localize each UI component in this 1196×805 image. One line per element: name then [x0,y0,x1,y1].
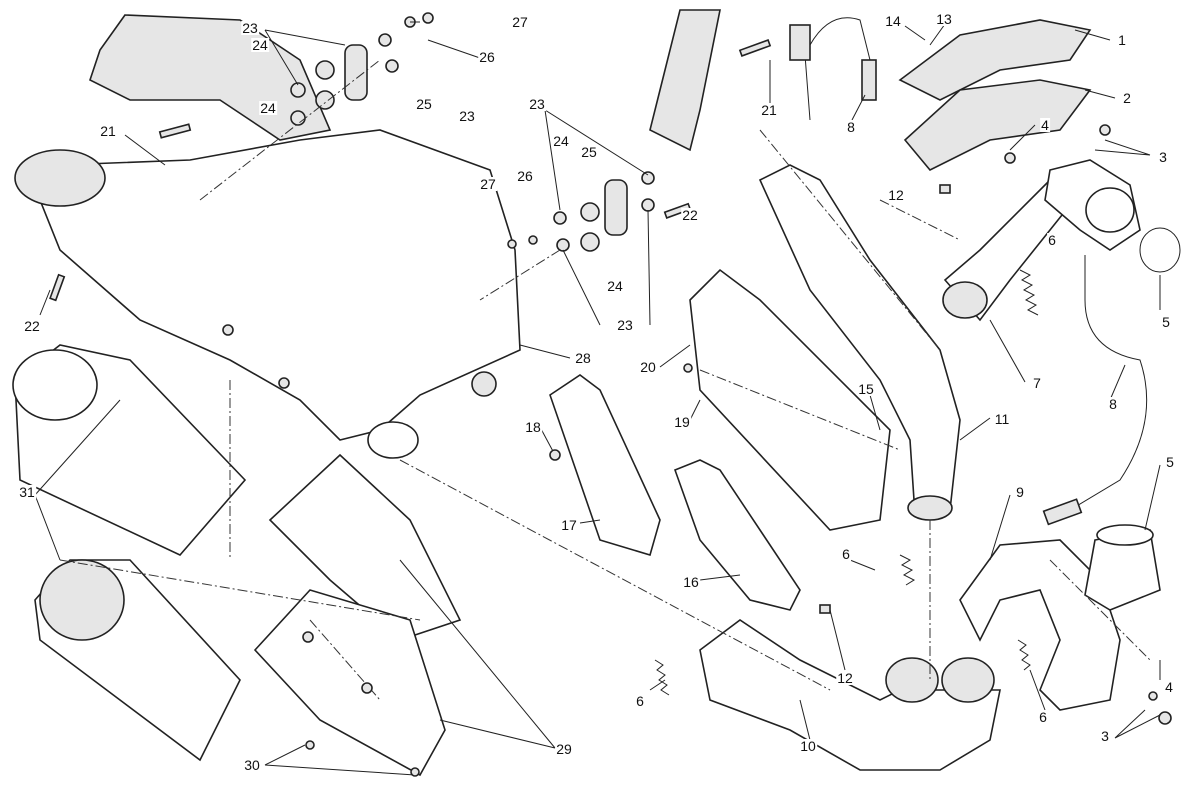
callout-number: 6 [635,693,645,709]
callout-number: 25 [415,96,433,112]
callout-number: 5 [1161,314,1171,330]
callout-number: 9 [1015,484,1025,500]
callout-number: 31 [18,484,36,500]
lambda-sensor-lower [1069,255,1148,511]
assembly-axes [59,59,1151,701]
callout-number: 15 [857,381,875,397]
heat-shield-1 [898,19,1092,101]
callout-number: 23 [616,317,634,333]
callout-number: 21 [99,123,117,139]
callout-number: 22 [681,207,699,223]
callout-number: 4 [1040,117,1050,133]
callout-number: 22 [23,318,41,334]
callout-number: 6 [841,546,851,562]
callout-number: 18 [524,419,542,435]
callout-number: 2 [1122,90,1132,106]
callout-number: 5 [1165,454,1175,470]
spring [899,554,916,586]
silencer-inlet [14,149,106,207]
callout-number: 8 [846,119,856,135]
heat-shield-20 [689,268,891,531]
callout-number: 24 [552,133,570,149]
callout-number: 7 [1032,375,1042,391]
callout-number: 6 [1047,232,1057,248]
callout-number: 28 [574,350,592,366]
callout-number: 27 [479,176,497,192]
callout-number: 23 [458,108,476,124]
callout-number: 12 [887,187,905,203]
callout-number: 14 [884,13,902,29]
callout-number: 11 [993,411,1011,427]
spring [1019,269,1039,316]
callout-number: 13 [935,11,953,27]
callout-number: 29 [555,741,573,757]
leader-lines [34,21,1161,776]
silencer-outlet [367,421,419,459]
callout-number: 4 [1164,679,1174,695]
rubber-mounts [290,12,655,252]
callout-number: 10 [799,738,817,754]
spring [654,659,670,696]
frame-bracket-right [649,9,721,152]
callout-number: 23 [241,20,259,36]
heat-shield-29-upper [268,453,462,641]
callout-number: 24 [251,37,269,53]
callout-number: 23 [528,96,546,112]
fasteners [49,39,1172,777]
callout-number: 6 [1038,709,1048,725]
silencer-body [39,129,521,441]
lambda-sensor-upper [804,17,871,121]
exhaust-pipe-10 [699,619,1001,771]
callout-number: 26 [516,168,534,184]
callout-number: 1 [1117,32,1127,48]
spring [1017,639,1031,671]
callout-number: 27 [511,14,529,30]
callout-number: 3 [1100,728,1110,744]
callout-number: 12 [836,670,854,686]
callout-number: 26 [478,49,496,65]
callout-number: 8 [1108,396,1118,412]
callout-number: 25 [580,144,598,160]
callout-number: 24 [259,100,277,116]
heat-shield-2 [903,79,1092,171]
callout-number: 30 [243,757,261,773]
callout-number: 19 [673,414,691,430]
callout-number: 21 [760,102,778,118]
exhaust-pipe-11 [758,164,961,516]
callout-number: 16 [682,574,700,590]
heat-shield-16 [673,459,801,611]
callout-number: 20 [639,359,657,375]
grommet [471,371,497,397]
callout-number: 3 [1158,149,1168,165]
callout-number: 17 [560,517,578,533]
exhaust-pipe-9 [959,539,1121,711]
callout-number: 24 [606,278,624,294]
heat-shield-17 [549,374,661,556]
gasket-5 [1139,227,1181,273]
